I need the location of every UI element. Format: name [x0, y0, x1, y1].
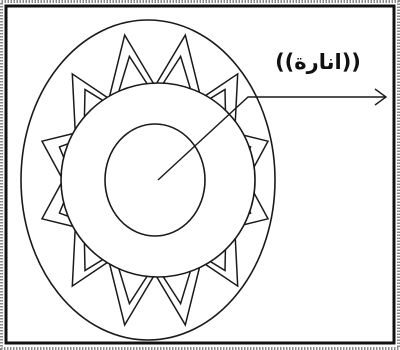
- callout-label: ((انارة)): [275, 50, 361, 74]
